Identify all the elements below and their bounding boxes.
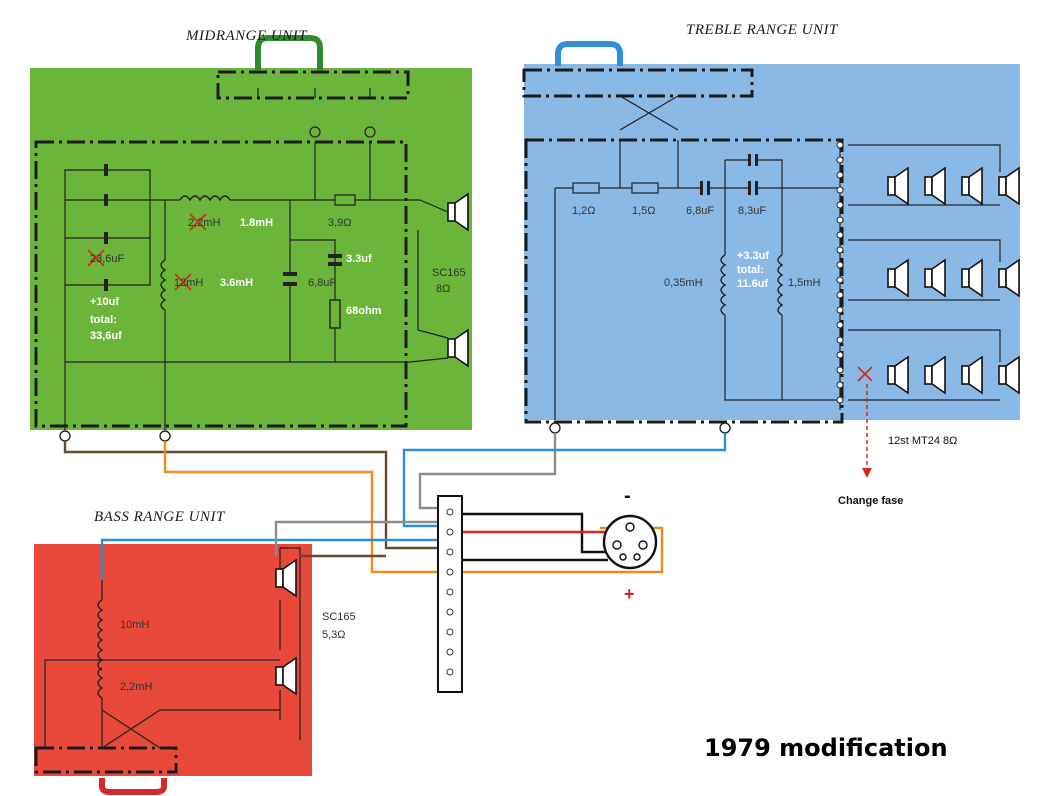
midrange-title: MIDRANGE UNIT — [185, 28, 308, 44]
treble-l2: 1,5mH — [788, 277, 820, 289]
treble-panel — [522, 41, 1020, 478]
polarity-minus: - — [624, 485, 631, 507]
midrange-handle — [255, 35, 323, 70]
wire-orange — [163, 441, 664, 574]
mid-cap-total-label: total: — [90, 314, 117, 326]
mid-coil1-original: 2,2mH — [188, 217, 220, 229]
midrange-panel — [30, 35, 472, 442]
treble-c2: 8,3uF — [738, 205, 766, 217]
removed-mark-cap — [87, 249, 105, 267]
mid-resistor: 3,9Ω — [328, 217, 352, 229]
mid-speaker-model: SC165 — [432, 267, 466, 279]
bass-speaker-model: SC165 — [322, 611, 356, 623]
treble-c1: 6,8uF — [686, 205, 714, 217]
treble-cap-total-label: total: — [737, 264, 764, 276]
treble-r2: 1,5Ω — [632, 205, 656, 217]
mid-coil2-original: 12mH — [174, 277, 203, 289]
mid-new-cap: 3.3uf — [346, 253, 372, 265]
phase-change-mark — [857, 366, 873, 382]
polarity-plus: + — [624, 584, 635, 604]
removed-mark-coil1 — [189, 213, 207, 231]
bass-speaker-impedance: 5,3Ω — [322, 629, 346, 641]
wire-blue-bass — [100, 538, 446, 580]
treble-cap-total-value: 11.6uf — [737, 278, 769, 290]
treble-board — [524, 64, 1020, 420]
bass-title: BASS RANGE UNIT — [94, 509, 226, 525]
bass-panel — [34, 544, 312, 795]
mid-new-resistor: 68ohm — [346, 305, 382, 317]
removed-mark-coil2 — [174, 273, 192, 291]
mid-coil2-new: 3.6mH — [220, 277, 253, 289]
mid-cap-original: 23,6uF — [90, 253, 125, 265]
wire-gray-bass — [274, 520, 440, 556]
bass-l2: 2,2mH — [120, 681, 152, 693]
terminal-block — [437, 495, 463, 693]
bass-handle — [99, 778, 167, 795]
wire-blue-treble — [402, 433, 727, 528]
mid-coil1-new: 1.8mH — [240, 217, 273, 229]
treble-title: TREBLE RANGE UNIT — [686, 22, 839, 38]
mid-speaker-impedance: 8Ω — [436, 283, 450, 295]
treble-handle — [555, 41, 623, 66]
mid-cap-add: +10uf — [90, 296, 119, 308]
mid-side-cap: 6,8uF — [308, 277, 336, 289]
treble-l1: 0,35mH — [664, 277, 703, 289]
din-connector — [602, 514, 658, 570]
midrange-board — [30, 68, 472, 430]
mid-cap-total-value: 33,6uf — [90, 330, 122, 342]
treble-terminal-strip — [836, 141, 844, 404]
treble-r1: 1,2Ω — [572, 205, 596, 217]
modification-title: 1979 modification — [704, 734, 948, 762]
wire-gray-treble — [418, 433, 557, 510]
wire-brown — [63, 441, 442, 550]
change-phase-note: Change fase — [838, 495, 903, 507]
treble-speaker-spec: 12st MT24 8Ω — [888, 435, 957, 447]
treble-cap-add: +3.3uf — [737, 250, 769, 262]
bass-l1: 10mH — [120, 619, 149, 631]
